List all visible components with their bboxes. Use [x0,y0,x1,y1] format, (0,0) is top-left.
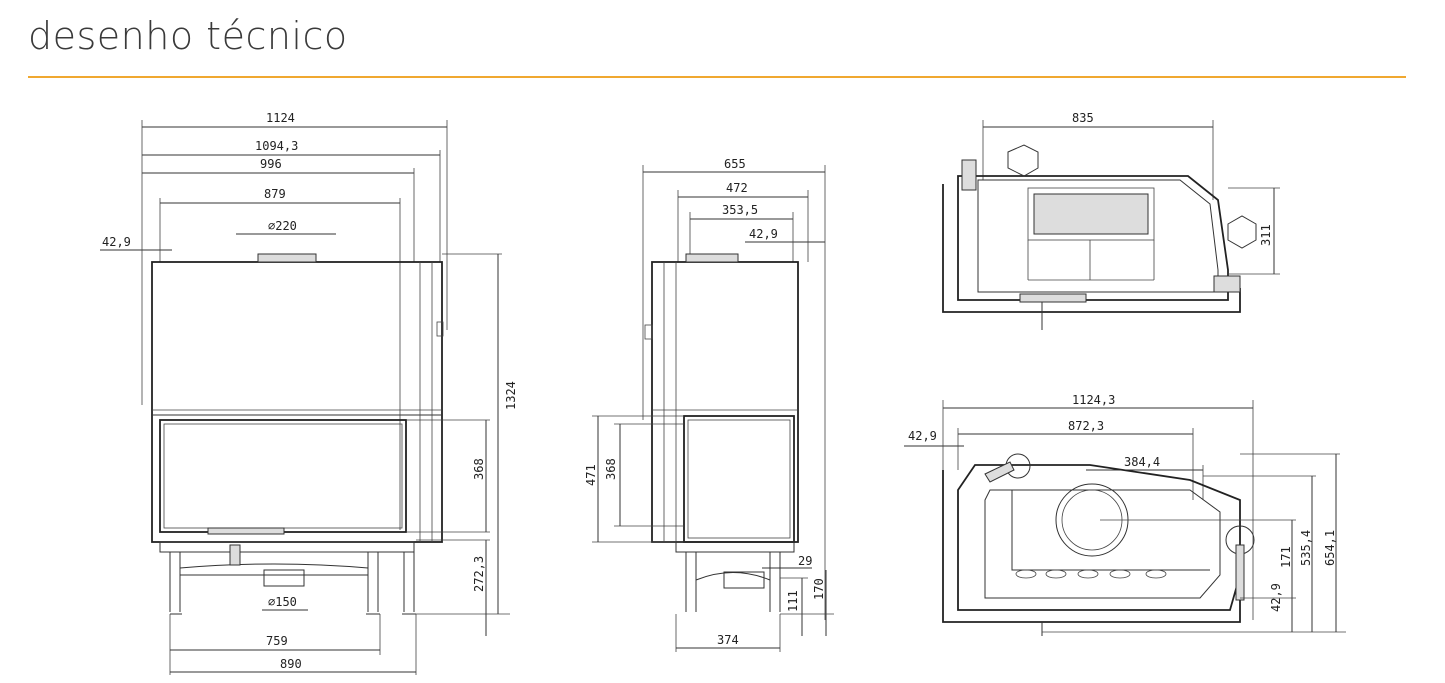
front-dim-flue-top: ∅220 [268,219,297,233]
side-dim-471: 471 [584,464,598,486]
title-underline [28,76,1406,78]
side-dim-472: 472 [726,181,748,195]
plan-view: 1124,3 872,3 384,4 42,9 171 [904,393,1346,636]
side-dim-655: 655 [724,157,746,171]
side-dim-368: 368 [604,458,618,480]
side-dim-353: 353,5 [722,203,758,217]
side-dim-170: 170 [812,578,826,600]
plan-dim-1124: 1124,3 [1072,393,1115,407]
front-dim-offset: 42,9 [102,235,131,249]
plan-dim-171: 171 [1279,546,1293,568]
plan-dim-42: 42,9 [1269,583,1283,612]
front-dim-1324: 1324 [504,381,518,410]
plan-dim-offset: 42,9 [908,429,937,443]
front-dim-368: 368 [472,458,486,480]
front-dim-1094: 1094,3 [255,139,298,153]
plan-dim-654: 654,1 [1323,530,1337,566]
front-dim-flue-bottom: ∅150 [268,595,297,609]
side-dim-29: 29 [798,554,812,568]
front-view: 1124 1094,3 996 879 ∅220 42,9 ∅150 [100,111,518,675]
top-dim-311: 311 [1259,224,1273,246]
side-view: 655 472 353,5 42,9 471 368 29 [584,157,834,652]
page-title: desenho técnico [28,14,348,58]
front-dim-890: 890 [280,657,302,671]
plan-dim-384: 384,4 [1124,455,1160,469]
front-dim-272: 272,3 [472,556,486,592]
side-dim-offset: 42,9 [749,227,778,241]
plan-dim-535: 535,4 [1299,530,1313,566]
top-view: 835 311 [942,111,1280,330]
front-dim-879: 879 [264,187,286,201]
front-dim-1124: 1124 [266,111,295,125]
side-dim-374: 374 [717,633,739,647]
top-dim-835: 835 [1072,111,1094,125]
plan-dim-872: 872,3 [1068,419,1104,433]
front-dim-759: 759 [266,634,288,648]
side-dim-111: 111 [786,590,800,612]
front-dim-996: 996 [260,157,282,171]
